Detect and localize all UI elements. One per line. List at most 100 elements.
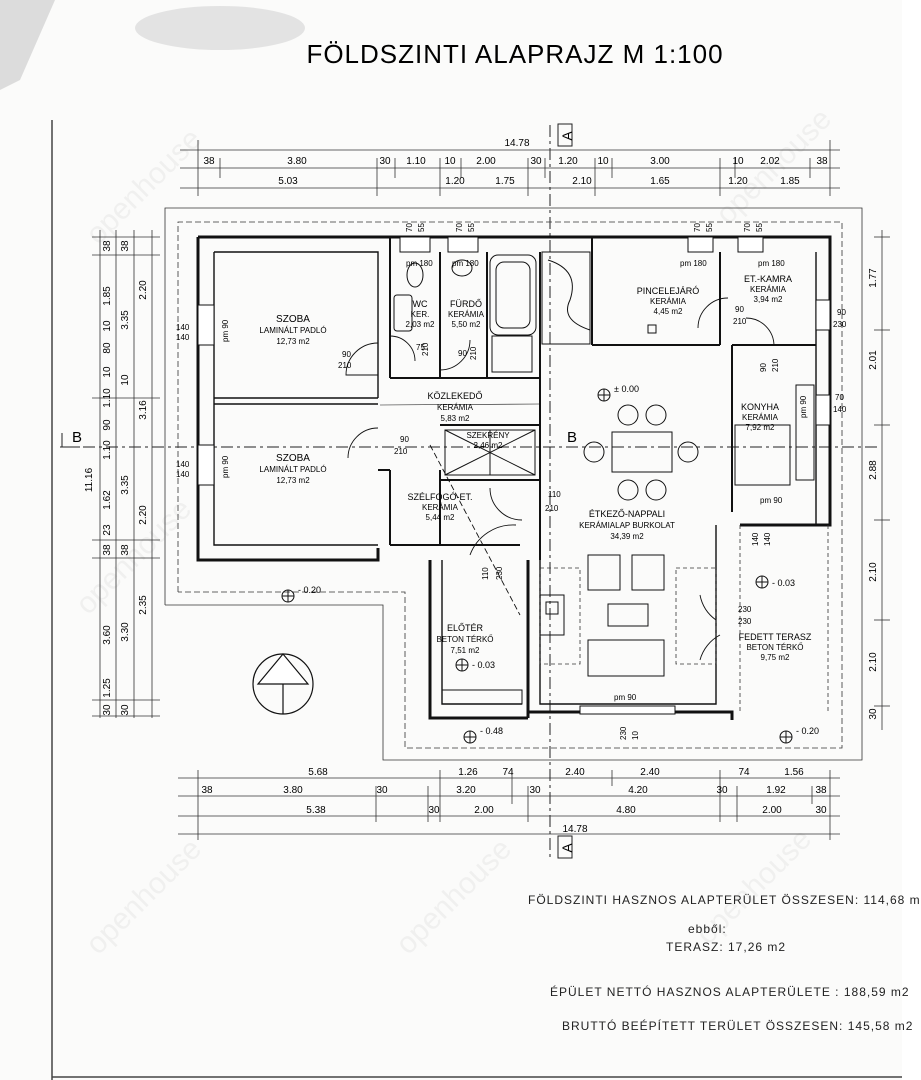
dim-label: 38 [102,240,113,252]
dim-label: 1.10 [102,440,113,460]
dim-label: 2.35 [138,595,149,615]
dim-label: 2.20 [138,505,149,525]
svg-text:55: 55 [417,223,426,232]
dim-label: 1.56 [784,767,804,778]
dim-label: 10 [597,156,609,167]
svg-text:140: 140 [751,532,760,546]
level-label: - 0.03 [472,660,495,670]
room-label-szoba-2: SZOBA LAMINÁLT PADLÓ 12,73 m2 [259,453,326,485]
svg-text:90: 90 [837,308,846,317]
svg-text:34,39 m2: 34,39 m2 [610,532,644,541]
interior-walls [378,237,816,560]
level-label: - 0.48 [480,726,503,736]
dim-label: 30 [102,704,113,716]
svg-text:90: 90 [342,350,351,359]
svg-text:140: 140 [833,405,847,414]
scan-smudge [135,6,305,50]
summary-gross-total: BRUTTÓ BEÉPÍTETT TERÜLET ÖSSZESEN: 145,5… [562,1019,914,1033]
dim-label: 1.75 [495,176,515,187]
dim-label: 3.00 [650,156,670,167]
top-dimension-lines [180,140,840,196]
svg-text:90: 90 [759,363,768,372]
svg-text:140: 140 [176,333,190,342]
svg-text:210: 210 [394,447,408,456]
svg-text:55: 55 [467,223,476,232]
svg-text:4,45 m2: 4,45 m2 [654,307,683,316]
dim-label: 5.38 [306,805,326,816]
dim-label: 1.20 [445,176,465,187]
dim-label: 1.25 [102,678,113,698]
svg-text:LAMINÁLT PADLÓ: LAMINÁLT PADLÓ [259,465,326,474]
section-line-b [60,433,880,448]
level-labels: ± 0.00 - 0.20 - 0.03 - 0.03 - 0.48 - 0.2… [298,384,819,736]
svg-text:pm 180: pm 180 [452,259,479,268]
dim-label: 38 [201,785,213,796]
dim-label: 1.85 [102,286,113,306]
svg-text:KONYHA: KONYHA [741,402,779,412]
dashed-outlines [539,525,829,712]
svg-text:110: 110 [548,490,561,499]
dim-label: 10 [102,320,113,332]
fixtures [393,251,815,705]
dim-left-total: 11.16 [84,467,95,492]
svg-text:110: 110 [481,567,490,580]
svg-text:KERÁMIA: KERÁMIA [437,403,474,412]
room-label-pincelejaro: PINCELEJÁRÓ KERÁMIA 4,45 m2 [637,286,700,316]
svg-text:KERÁMIA: KERÁMIA [750,285,787,294]
dim-label: 2.40 [640,767,660,778]
section-label-a-bottom: A [559,843,575,853]
svg-text:230: 230 [619,726,628,740]
dim-label: 38 [120,240,131,252]
svg-text:55: 55 [705,223,714,232]
svg-text:230: 230 [833,320,847,329]
hall-line [379,403,541,406]
summary-of-which: ebből: [688,922,727,936]
level-label: - 0.20 [796,726,819,736]
summary-terrace: TERASZ: 17,26 m2 [666,940,787,954]
room-label-szelfogo: SZÉLFOGÓ-ET. KERÁMIA 5,44 m2 [407,492,472,522]
dim-label: 2.01 [868,350,879,370]
svg-text:BETON TÉRKŐ: BETON TÉRKŐ [436,635,493,644]
room-label-furdo: FÜRDŐ KERÁMIA 5,50 m2 [448,299,485,329]
summary-net-total: ÉPÜLET NETTÓ HASZNOS ALAPTERÜLETE : 188,… [550,985,910,999]
dim-label: 2.00 [762,805,782,816]
dim-label: 1.26 [458,767,478,778]
dim-bottom-row3: 5.38 30 2.00 4.80 2.00 30 [306,805,827,816]
windows [197,236,831,715]
level-label: - 0.03 [772,578,795,588]
level-markers [281,388,793,744]
svg-text:230: 230 [738,617,752,626]
svg-text:10: 10 [631,731,640,740]
svg-text:KERÁMIA: KERÁMIA [650,297,687,306]
svg-text:230: 230 [495,566,504,580]
dim-bottom-total: 14.78 [562,824,587,835]
dim-label: 10 [120,374,131,386]
dim-label: 2.00 [474,805,494,816]
dim-label: 3.80 [283,785,303,796]
dim-label: 1.65 [650,176,670,187]
svg-text:5,83 m2: 5,83 m2 [441,414,470,423]
dim-label: 30 [379,156,391,167]
dim-label: 80 [102,342,113,354]
dim-label: 1.92 [766,785,786,796]
dim-top-row1: 38 3.80 30 1.10 10 2.00 30 1.20 10 3.00 … [203,156,828,167]
dim-label: 3.60 [102,625,113,645]
dim-left-col2: 38 3.35 10 3.16 3.35 38 3.30 30 [120,240,149,716]
svg-text:70: 70 [455,223,464,232]
svg-text:55: 55 [755,223,764,232]
floor-plan-drawing: FÖLDSZINTI ALAPRAJZ M 1:100 A A B B [0,0,902,1080]
dim-label: 5.68 [308,767,328,778]
dim-bottom-row2: 38 3.80 30 3.20 30 4.20 30 1.92 38 [201,785,827,796]
dim-label: 2.00 [476,156,496,167]
dim-label: 3.20 [456,785,476,796]
svg-text:70: 70 [835,393,844,402]
dim-label: 1.10 [406,156,426,167]
dim-label: 30 [868,708,879,720]
svg-text:2,03 m2: 2,03 m2 [406,320,435,329]
dim-label: 38 [120,544,131,556]
dim-label: 10 [102,366,113,378]
svg-text:5,44 m2: 5,44 m2 [426,513,455,522]
bottom-dimension-lines [178,770,840,840]
dim-label: 38 [815,785,827,796]
section-label-b-center: B [567,429,577,446]
